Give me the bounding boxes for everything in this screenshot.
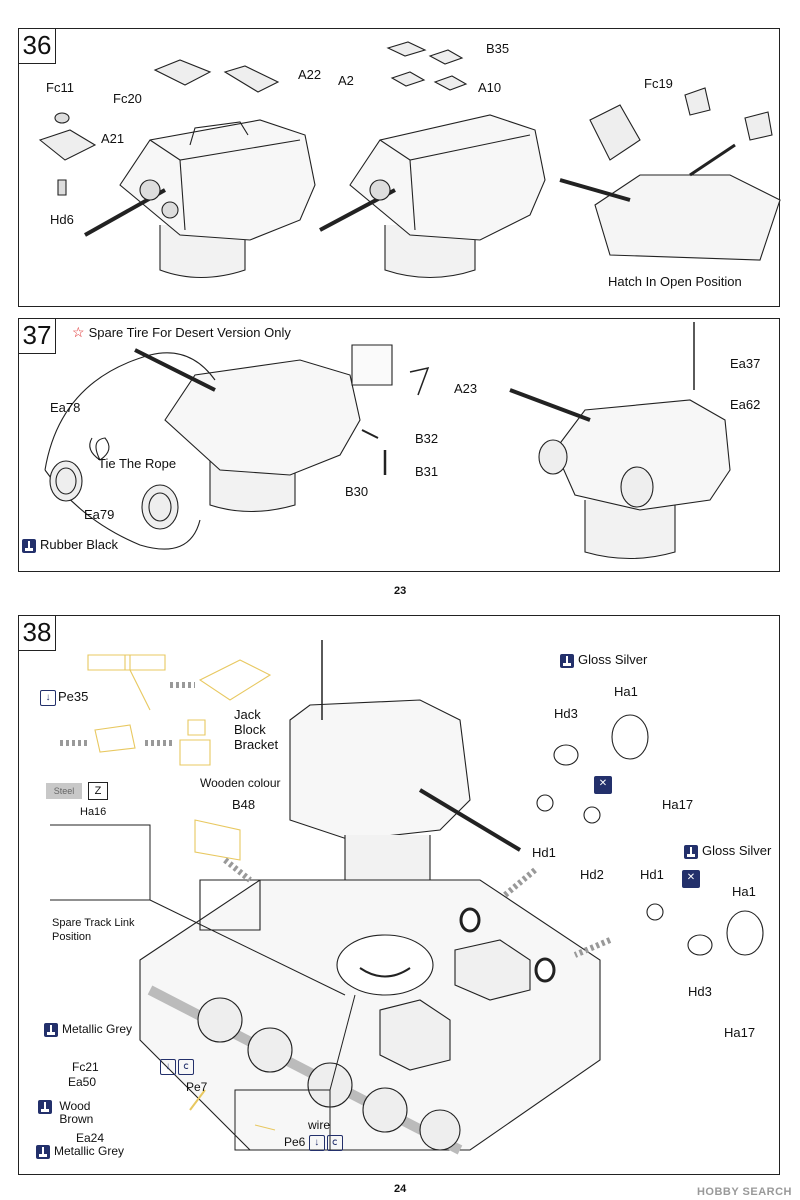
label-jack-block-bracket-3: Bracket (234, 737, 279, 752)
paint-metallic-grey-1: Metallic Grey (44, 1022, 132, 1037)
label-a22: A22 (298, 67, 322, 82)
label-hd1-b: Hd1 (640, 867, 664, 882)
star-icon: ☆ (72, 324, 85, 340)
paint-metallic-grey-2-text: Metallic Grey (54, 1144, 125, 1158)
paint-metallic-grey-1-text: Metallic Grey (62, 1022, 133, 1036)
turret-drawing-37b (509, 322, 731, 560)
page-number-24: 24 (394, 1183, 407, 1195)
paint-gloss-silver-1-text: Gloss Silver (578, 652, 648, 667)
label-b31: B31 (415, 464, 439, 479)
label-tie-the-rope: Tie The Rope (98, 456, 177, 471)
paint-wood-brown-text-2: Brown (59, 1112, 94, 1126)
turret-drawing-36b (319, 41, 546, 279)
paint-wood-brown: Wood Brown (38, 1100, 93, 1126)
paint-gloss-silver-2: Gloss Silver (684, 843, 771, 859)
flip-down-icon: ↓ (308, 1135, 325, 1151)
step-38-number: 38 (18, 615, 56, 651)
turret-drawing-37a (44, 344, 430, 550)
label-hd6: Hd6 (50, 212, 74, 227)
paint-brush-icon (22, 538, 36, 553)
direction-arrows (60, 682, 612, 958)
grey-tag: Steel (46, 783, 82, 799)
label-hd1-a: Hd1 (532, 845, 556, 860)
hatch-open-drawing (559, 87, 781, 261)
label-b30: B30 (345, 484, 369, 499)
paint-rubber-black-text: Rubber Black (40, 537, 119, 552)
label-b32: B32 (415, 431, 439, 446)
step-36-number: 36 (18, 28, 56, 64)
label-wooden-colour: Wooden colour (200, 776, 281, 790)
label-pe35: ↓Pe35 (40, 689, 88, 706)
label-ea50: Ea50 (68, 1075, 97, 1089)
label-a10: A10 (478, 80, 502, 95)
photo-etch-parts (87, 654, 276, 1131)
clear-part-icon: ✕ (594, 776, 612, 794)
paint-rubber-black: Rubber Black (22, 537, 118, 553)
bend-icon: ⅽ (178, 1058, 194, 1075)
paint-gloss-silver-2-text: Gloss Silver (702, 843, 772, 858)
page-number-23: 23 (394, 585, 407, 597)
paint-metallic-grey-2: Metallic Grey (36, 1144, 124, 1159)
label-hd3-a: Hd3 (554, 706, 578, 721)
label-jack-block-bracket-2: Block (234, 722, 266, 737)
watermark: HOBBY SEARCH (696, 1186, 792, 1198)
paint-brush-icon (684, 844, 698, 859)
label-pe6-text: Pe6 (284, 1135, 306, 1150)
label-pe7: Pe7 (186, 1080, 208, 1094)
label-ha17-a: Ha17 (662, 797, 694, 812)
label-hd2: Hd2 (580, 867, 604, 882)
flip-down-icon: ↓ (40, 689, 56, 706)
label-b35: B35 (486, 41, 510, 56)
label-fc11: Fc11 (46, 80, 74, 95)
flip-down-icon: ↓ (160, 1058, 176, 1075)
label-spare-track-2: Position (52, 931, 92, 943)
tank-drawing-38 (139, 640, 764, 1155)
step-37-number: 37 (18, 318, 56, 354)
note-spare-tire-text: Spare Tire For Desert Version Only (88, 325, 291, 340)
label-ea24: Ea24 (76, 1131, 105, 1145)
label-a2: A2 (338, 73, 354, 88)
paint-brush-icon (44, 1022, 58, 1037)
label-ea37: Ea37 (730, 356, 761, 371)
label-ea79: Ea79 (84, 507, 115, 522)
label-pe6: Pe6 ↓ⅽ (284, 1135, 345, 1151)
label-ha16: Ha16 (80, 806, 107, 818)
label-b48: B48 (232, 797, 256, 812)
label-hd3-b: Hd3 (688, 984, 712, 999)
label-ha17-b: Ha17 (724, 1025, 756, 1040)
note-spare-tire: ☆Spare Tire For Desert Version Only (72, 324, 291, 341)
label-jack-block-bracket-1: Jack (234, 707, 261, 722)
label-a21: A21 (101, 131, 125, 146)
label-z: Z (88, 782, 108, 800)
label-pe35-text: Pe35 (58, 689, 89, 704)
label-ea78: Ea78 (50, 400, 81, 415)
label-fc21: Fc21 (72, 1060, 99, 1074)
paint-wood-brown-text-1: Wood (59, 1099, 91, 1113)
turret-drawing-36a (38, 59, 316, 279)
paint-brush-icon (38, 1100, 52, 1114)
clear-part-icon: ✕ (682, 870, 700, 888)
label-fc19: Fc19 (644, 76, 673, 91)
label-spare-track-1: Spare Track Link (52, 917, 135, 929)
part-icons-group: ↓ⅽ (160, 1058, 196, 1076)
bend-icon: ⅽ (326, 1135, 343, 1151)
label-a23: A23 (454, 381, 478, 396)
paint-gloss-silver-1: Gloss Silver (560, 652, 647, 668)
label-wire: wire (308, 1118, 331, 1132)
paint-brush-icon (560, 653, 574, 668)
paint-brush-icon (36, 1144, 50, 1159)
label-ea62: Ea62 (730, 397, 761, 412)
label-hatch-open-position: Hatch In Open Position (608, 274, 742, 289)
label-ha1-b: Ha1 (732, 884, 756, 899)
label-fc20: Fc20 (113, 91, 142, 106)
label-ha1-a: Ha1 (614, 684, 638, 699)
